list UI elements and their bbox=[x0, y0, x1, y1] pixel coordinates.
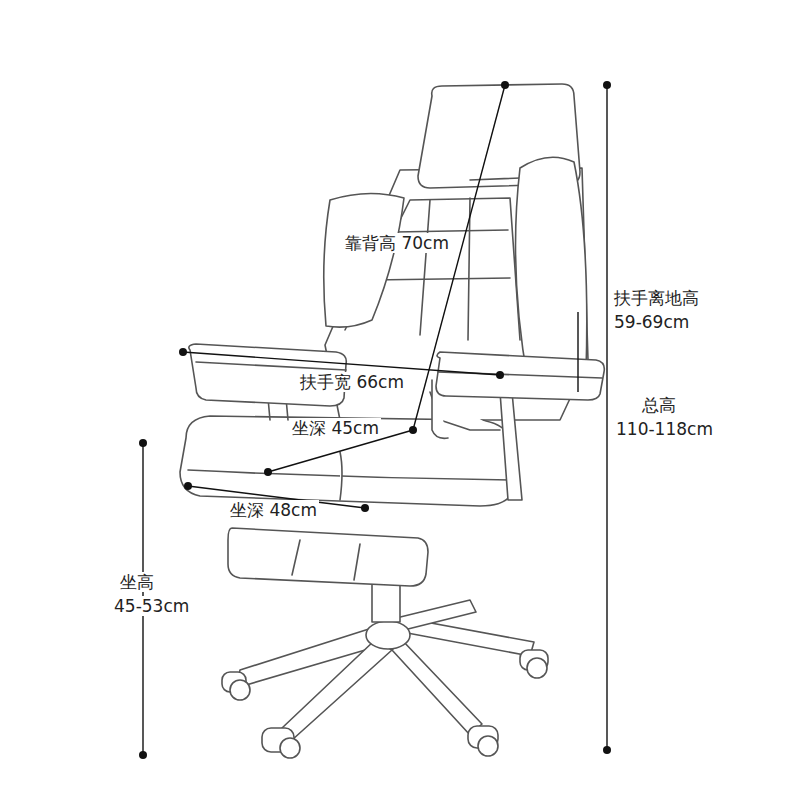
dimension-label-holder: 总高 bbox=[640, 395, 678, 415]
dimension-label-holder: 靠背高 70cm bbox=[343, 233, 451, 253]
dimension-label: 扶手宽 66cm bbox=[298, 372, 406, 392]
dimension-label: 坐深 45cm bbox=[290, 418, 381, 438]
dimension-label-holder: 110-118cm bbox=[614, 419, 715, 439]
dimension-label-holder: 坐高 bbox=[118, 572, 156, 592]
dimension-label-holder: 45-53cm bbox=[112, 596, 191, 616]
dimension-label: 靠背高 70cm bbox=[343, 233, 451, 253]
dimension-label: 59-69cm bbox=[612, 312, 691, 332]
dimension-label: 总高 bbox=[640, 395, 678, 415]
dimension-label-holder: 扶手宽 66cm bbox=[298, 372, 406, 392]
dimension-label: 45-53cm bbox=[112, 596, 191, 616]
dimension-label: 110-118cm bbox=[614, 419, 715, 439]
dimension-label-holder: 59-69cm bbox=[612, 312, 691, 332]
dimension-label: 扶手离地高 bbox=[612, 288, 701, 308]
dimension-label: 坐深 48cm bbox=[228, 500, 319, 520]
dimension-label-holder: 扶手离地高 bbox=[612, 288, 701, 308]
dimension-label: 坐高 bbox=[118, 572, 156, 592]
dimension-label-holder: 坐深 45cm bbox=[290, 418, 381, 438]
dimension-label-holder: 坐深 48cm bbox=[228, 500, 319, 520]
